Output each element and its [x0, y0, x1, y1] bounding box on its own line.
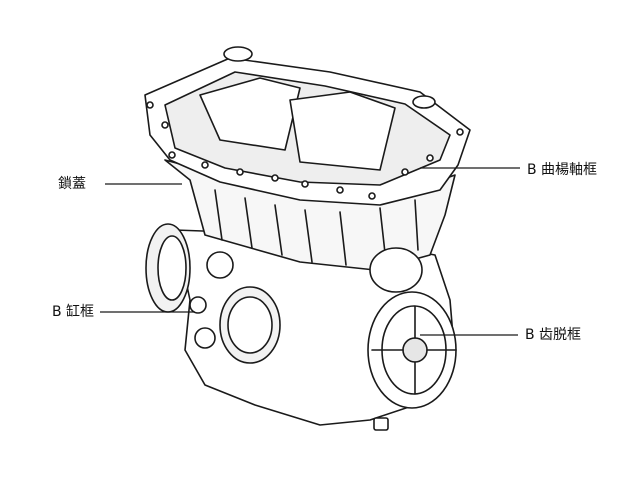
oil-filler-cap-right — [412, 95, 436, 109]
label-mid-left: B 缸框 — [52, 304, 95, 320]
label-top-right: B 曲楊軸框 — [527, 162, 598, 178]
label-top-left: 鎖蓋 — [58, 176, 86, 192]
label-mid-right: B 齿脱框 — [525, 327, 582, 343]
oil-filler-cap — [223, 46, 253, 62]
